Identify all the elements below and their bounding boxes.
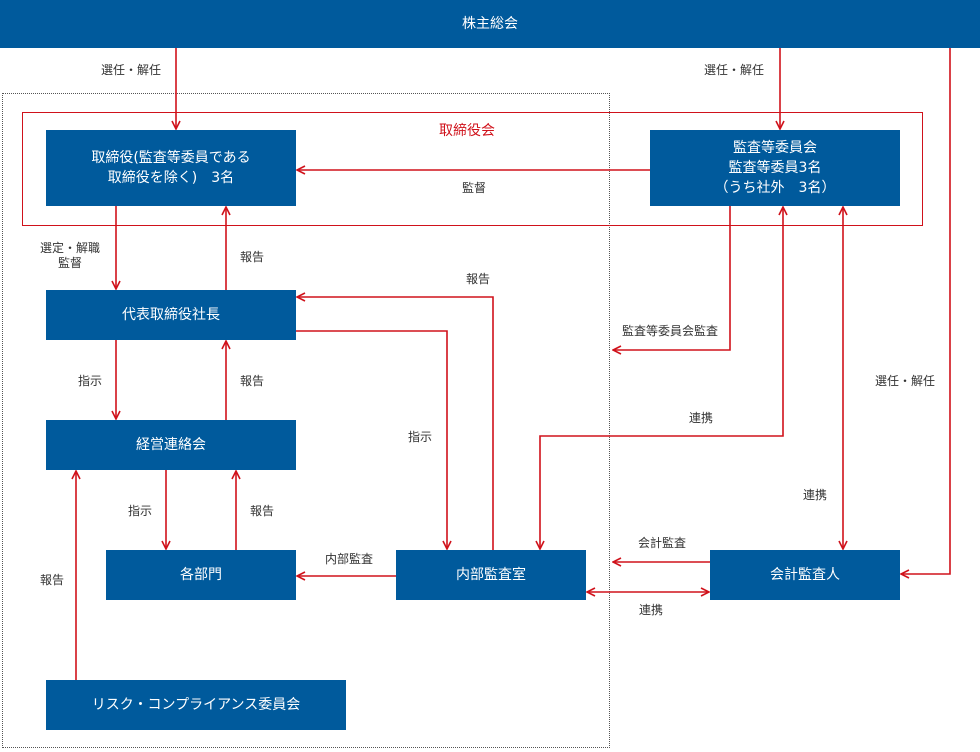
node-shareholders: 株主総会 <box>0 0 980 48</box>
label-report-compliance-to-council: 報告 <box>39 573 64 587</box>
board-of-directors-frame <box>22 112 923 226</box>
label-coop-audit-committee-internal-audit: 連携 <box>688 411 713 425</box>
board-of-directors-label: 取締役会 <box>439 123 495 139</box>
node-president: 代表取締役社長 <box>46 290 296 340</box>
label-coop-audit-committee-accounting-auditor: 連携 <box>802 488 827 502</box>
node-compliance-committee: リスク・コンプライアンス委員会 <box>46 680 346 730</box>
node-management-council: 経営連絡会 <box>46 420 296 470</box>
label-report-departments-to-council: 報告 <box>249 504 274 518</box>
arrow-shareholders-to-accounting-auditor <box>901 48 951 574</box>
node-directors: 取締役(監査等委員である 取締役を除く) 3名 <box>46 130 296 206</box>
label-select-dismiss-supervise: 選定・解職 監督 <box>39 241 100 270</box>
label-supervise: 監督 <box>461 181 486 195</box>
arrow-internal-audit-to-president <box>297 297 494 550</box>
label-internal-audit-departments: 内部監査 <box>324 552 373 566</box>
label-instruct-president-to-internal-audit: 指示 <box>407 430 432 444</box>
node-internal-audit: 内部監査室 <box>396 550 586 600</box>
label-report-council-to-president: 報告 <box>239 374 264 388</box>
label-instruct-president-to-council: 指示 <box>77 374 102 388</box>
label-instruct-council-to-departments: 指示 <box>127 504 152 518</box>
label-elect-dismiss-audit-committee: 選任・解任 <box>703 63 764 77</box>
label-report-internal-audit-to-president: 報告 <box>465 272 490 286</box>
label-accounting-audit: 会計監査 <box>637 536 686 550</box>
label-coop-internal-audit-accounting-auditor: 連携 <box>638 603 663 617</box>
arrow-president-to-internal-audit <box>296 330 447 549</box>
node-accounting-auditor: 会計監査人 <box>710 550 900 600</box>
label-elect-dismiss-accounting-auditor: 選任・解任 <box>874 374 935 388</box>
label-elect-dismiss-directors: 選任・解任 <box>100 63 161 77</box>
node-departments: 各部門 <box>106 550 296 600</box>
label-audit-committee-audit: 監査等委員会監査 <box>621 324 718 338</box>
arrow-audit-committee-internal-audit-coop <box>540 207 783 549</box>
node-audit-committee: 監査等委員会 監査等委員3名 （うち社外 3名） <box>650 130 900 206</box>
label-report-president-to-directors: 報告 <box>239 250 264 264</box>
